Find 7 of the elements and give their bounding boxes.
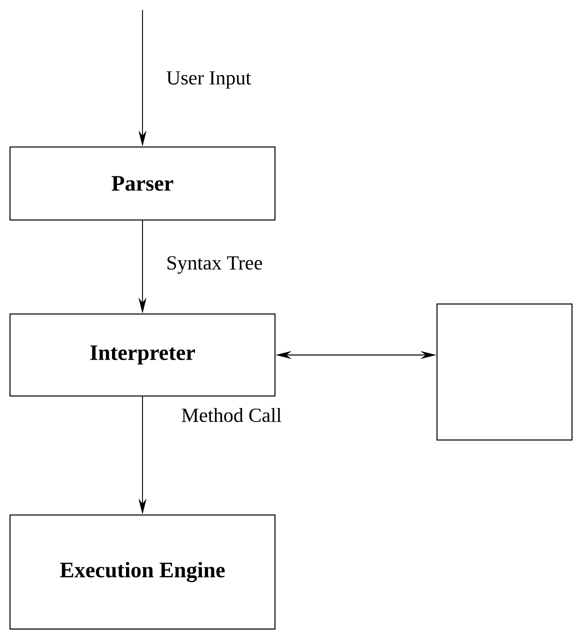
empty-box: [436, 304, 572, 440]
edge-label: Method Call: [180, 406, 283, 424]
process-box: Parser: [10, 146, 276, 220]
edge-label: User Input: [165, 70, 252, 90]
process-box: Execution Engine: [10, 514, 276, 630]
process-box: Interpreter: [10, 314, 276, 396]
edge-label: Syntax Tree: [165, 255, 264, 275]
